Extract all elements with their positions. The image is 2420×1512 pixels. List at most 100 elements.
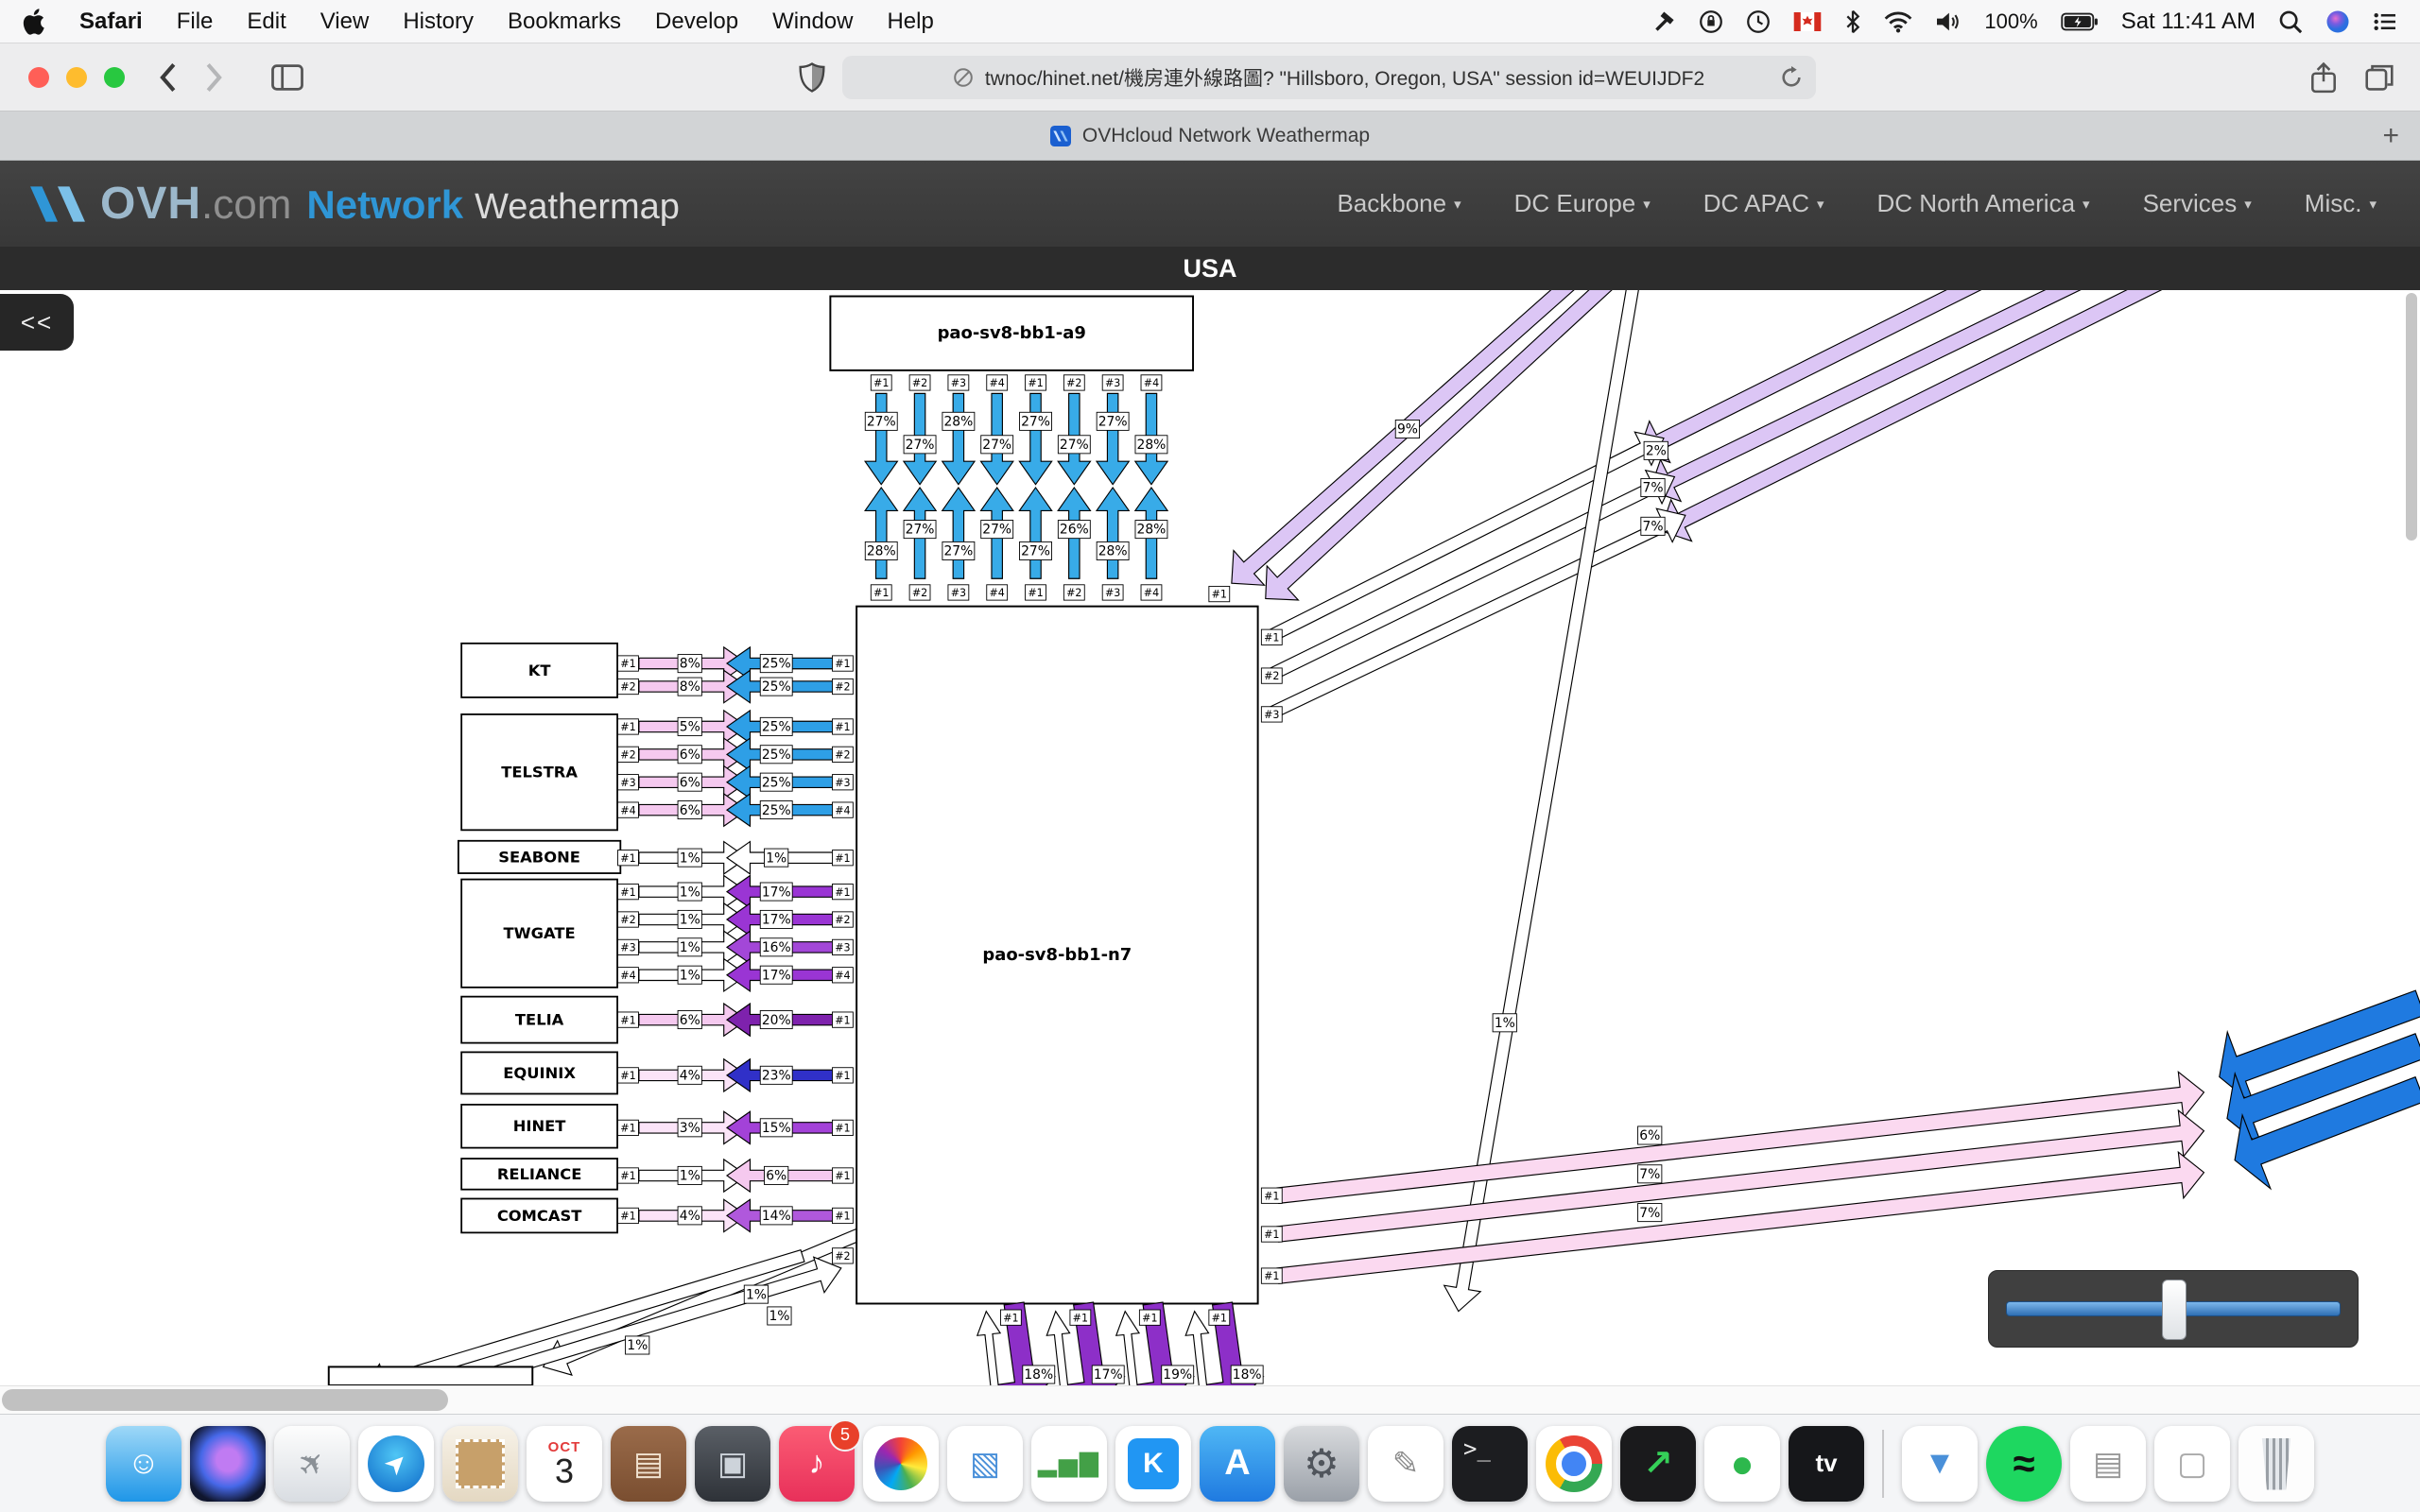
- reload-icon[interactable]: [1780, 65, 1803, 90]
- share-icon[interactable]: [2310, 61, 2337, 94]
- sidebar-toggle-icon[interactable]: [271, 64, 303, 91]
- uplink-arrow-up[interactable]: [1019, 488, 1051, 578]
- dock-downloads-icon[interactable]: ▼: [1902, 1426, 1978, 1502]
- sidebar-collapse-button[interactable]: <<: [0, 294, 74, 351]
- minimize-window-button[interactable]: [66, 67, 87, 88]
- nav-services[interactable]: Services▾: [2143, 189, 2252, 218]
- dock-finder-icon[interactable]: ☺: [106, 1426, 182, 1502]
- uplink-arrow-down[interactable]: [942, 393, 975, 484]
- uplink-arrow-down[interactable]: [1019, 393, 1051, 484]
- keychain-lock-icon[interactable]: [1699, 9, 1723, 34]
- dock-system-preferences-icon[interactable]: ⚙: [1284, 1426, 1359, 1502]
- downlink-arrow-up[interactable]: [977, 1312, 1000, 1385]
- scrollbar-thumb[interactable]: [2, 1389, 448, 1411]
- dock-chrome-icon[interactable]: [1536, 1426, 1612, 1502]
- volume-icon[interactable]: [1935, 10, 1962, 33]
- menu-develop[interactable]: Develop: [655, 9, 738, 35]
- canada-flag-icon[interactable]: [1793, 12, 1822, 31]
- menu-help[interactable]: Help: [887, 9, 933, 35]
- nav-backbone[interactable]: Backbone▾: [1337, 189, 1461, 218]
- menu-window[interactable]: Window: [772, 9, 853, 35]
- node-partial-bottom-left[interactable]: [329, 1366, 533, 1385]
- apple-menu-icon[interactable]: [23, 9, 45, 35]
- dock-siri-icon[interactable]: [190, 1426, 266, 1502]
- dock-circle-app-icon[interactable]: ●: [1704, 1426, 1780, 1502]
- new-tab-button[interactable]: +: [2382, 120, 2399, 152]
- dock-spotify-icon[interactable]: ≈: [1986, 1426, 2062, 1502]
- browser-tab[interactable]: OVHcloud Network Weathermap: [1050, 125, 1370, 147]
- dock-photos-icon[interactable]: [863, 1426, 939, 1502]
- vertical-scrollbar-thumb[interactable]: [2406, 293, 2417, 541]
- dock-preview-icon[interactable]: ▧: [947, 1426, 1023, 1502]
- peer-node-telstra[interactable]: TELSTRA: [461, 714, 617, 830]
- peer-node-seabone[interactable]: SEABONE: [458, 841, 620, 873]
- menu-safari[interactable]: Safari: [79, 9, 143, 35]
- dock-contacts-icon[interactable]: ▤: [611, 1426, 686, 1502]
- peer-node-kt[interactable]: KT: [461, 644, 617, 697]
- zoom-window-button[interactable]: [104, 67, 125, 88]
- menu-clock[interactable]: Sat 11:41 AM: [2121, 9, 2256, 35]
- notification-center-icon[interactable]: [2373, 11, 2397, 32]
- dock-safari-icon[interactable]: ➤: [358, 1426, 434, 1502]
- node-pao-sv8-bb1-n7[interactable]: pao-sv8-bb1-n7: [856, 607, 1257, 1304]
- dock-calendar-icon[interactable]: OCT3: [527, 1426, 602, 1502]
- menu-bookmarks[interactable]: Bookmarks: [508, 9, 621, 35]
- time-machine-icon[interactable]: [1746, 9, 1771, 34]
- wifi-icon[interactable]: [1884, 10, 1912, 33]
- dock-apple-tv-icon[interactable]: tv: [1789, 1426, 1864, 1502]
- nav-dc-europe[interactable]: DC Europe▾: [1514, 189, 1651, 218]
- peer-node-comcast[interactable]: COMCAST: [461, 1198, 617, 1232]
- node-pao-sv8-bb1-a9[interactable]: pao-sv8-bb1-a9: [830, 297, 1193, 370]
- dock-app-store-icon[interactable]: A: [1200, 1426, 1275, 1502]
- uplink-arrow-down[interactable]: [865, 393, 897, 484]
- dock-keynote-icon[interactable]: K: [1115, 1426, 1191, 1502]
- uplink-arrow-up[interactable]: [942, 488, 975, 578]
- uplink-arrow-down[interactable]: [1097, 393, 1129, 484]
- siri-icon[interactable]: [2325, 9, 2350, 34]
- spotlight-search-icon[interactable]: [2278, 9, 2303, 34]
- dock-photo-booth-icon[interactable]: ▣: [695, 1426, 770, 1502]
- tab-overview-icon[interactable]: [2365, 64, 2394, 91]
- nav-dc-apac[interactable]: DC APAC▾: [1703, 189, 1824, 218]
- dock-app-window-icon[interactable]: ▢: [2154, 1426, 2230, 1502]
- site-settings-icon[interactable]: [953, 67, 974, 88]
- peer-node-equinix[interactable]: EQUINIX: [461, 1052, 617, 1093]
- dock-music-icon[interactable]: ♪5: [779, 1426, 855, 1502]
- dock-mail-icon[interactable]: [442, 1426, 518, 1502]
- nav-dc-north-america[interactable]: DC North America▾: [1877, 189, 2090, 218]
- menu-history[interactable]: History: [403, 9, 474, 35]
- dock-textedit-icon[interactable]: ✎: [1368, 1426, 1443, 1502]
- nav-misc-[interactable]: Misc.▾: [2305, 189, 2377, 218]
- zoom-slider[interactable]: [1988, 1270, 2359, 1348]
- dock-numbers-icon[interactable]: ▂▅▇: [1031, 1426, 1107, 1502]
- back-button[interactable]: [156, 61, 179, 94]
- menu-edit[interactable]: Edit: [247, 9, 285, 35]
- horizontal-scrollbar[interactable]: [0, 1385, 2420, 1414]
- privacy-shield-icon[interactable]: [799, 62, 825, 93]
- menu-file[interactable]: File: [177, 9, 214, 35]
- diagonal-link-arrow[interactable]: [363, 1250, 804, 1385]
- dock-documents-icon[interactable]: ▤: [2070, 1426, 2146, 1502]
- menu-view[interactable]: View: [320, 9, 370, 35]
- diagonal-link-arrow[interactable]: [1661, 290, 2190, 541]
- forward-button[interactable]: [203, 61, 226, 94]
- address-bar[interactable]: twnoc/hinet.net/機房連外線路圖? "Hillsboro, Ore…: [842, 56, 1816, 99]
- peer-node-telia[interactable]: TELIA: [461, 997, 617, 1043]
- zoom-slider-handle[interactable]: [2162, 1280, 2187, 1340]
- peer-node-hinet[interactable]: HINET: [461, 1105, 617, 1148]
- dock-trash-icon[interactable]: [2238, 1426, 2314, 1502]
- dock-terminal-icon[interactable]: >_: [1452, 1426, 1528, 1502]
- weathermap-canvas[interactable]: 9%2%7%7%1%1%1%1%6%7%7%pao-sv8-bb1-a9pao-…: [0, 290, 2420, 1385]
- ovh-logo[interactable]: OVH .com Network Weathermap: [28, 178, 680, 230]
- peer-node-reliance[interactable]: RELIANCE: [461, 1159, 617, 1190]
- battery-icon[interactable]: [2061, 11, 2099, 32]
- diagonal-link-arrow[interactable]: [544, 1228, 862, 1375]
- close-window-button[interactable]: [28, 67, 49, 88]
- hammer-icon[interactable]: [1653, 10, 1676, 33]
- dock-stocks-icon[interactable]: ↗: [1620, 1426, 1696, 1502]
- uplink-arrow-up[interactable]: [865, 488, 897, 578]
- dock-launchpad-icon[interactable]: ✈: [274, 1426, 350, 1502]
- diagonal-link-arrow[interactable]: [1650, 290, 2110, 501]
- peer-node-twgate[interactable]: TWGATE: [461, 880, 617, 988]
- uplink-arrow-up[interactable]: [1097, 488, 1129, 578]
